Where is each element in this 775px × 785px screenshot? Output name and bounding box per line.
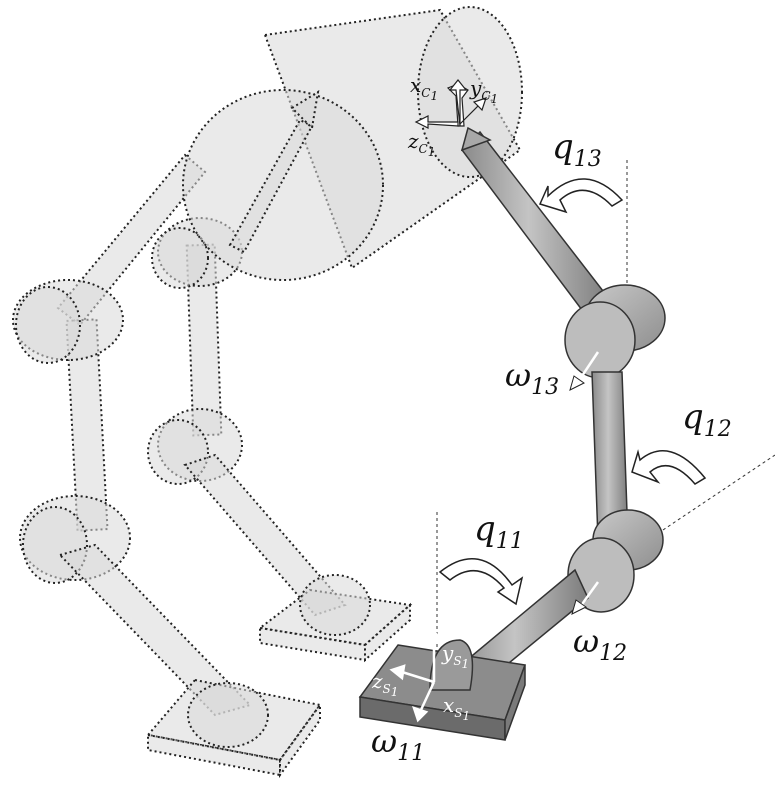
ghost-legs bbox=[12, 6, 523, 779]
rotation-arrows bbox=[438, 178, 707, 606]
w12-label: ω12 bbox=[573, 622, 627, 666]
x-s1-arrow-head bbox=[412, 706, 429, 723]
z-s1-label: zS1 bbox=[371, 669, 398, 699]
y-c1-label: yC1 bbox=[469, 76, 498, 106]
w13-arrow-head bbox=[569, 375, 585, 391]
q13-label: q13 bbox=[552, 127, 602, 172]
w13-arrow-shaft bbox=[576, 351, 600, 383]
ref-line-q12 bbox=[647, 454, 775, 541]
main-leg bbox=[358, 126, 666, 741]
ghost-body-axis-head bbox=[290, 89, 320, 131]
ghost-foot-1-side bbox=[147, 733, 281, 777]
upper-link-tip bbox=[460, 126, 492, 152]
w12-arrow-head bbox=[571, 599, 587, 615]
hip-joint-front bbox=[564, 301, 636, 379]
q11-rotation-arrow bbox=[438, 557, 524, 606]
z-c1-label: zC1 bbox=[407, 129, 435, 159]
ghost-body-front-cap bbox=[182, 89, 384, 281]
foot-side bbox=[504, 664, 526, 741]
x-s1-label: xS1 bbox=[443, 693, 470, 723]
ghost-lower-rod-1 bbox=[58, 543, 252, 717]
omega-arrows bbox=[569, 351, 600, 615]
w11-label: ω11 bbox=[371, 722, 425, 766]
ghost-knee-joint-1-face bbox=[15, 286, 81, 364]
z-s1-axis bbox=[401, 670, 435, 684]
q12-rotation-arrow bbox=[631, 449, 707, 485]
yc1-diag-arrow bbox=[459, 97, 487, 125]
x-c1-axis-arrow bbox=[448, 79, 468, 127]
q12-label: q12 bbox=[682, 397, 732, 442]
w13-label: ω13 bbox=[505, 356, 559, 400]
q11-label: q11 bbox=[474, 509, 524, 554]
z-s1-arrow-head bbox=[389, 664, 406, 681]
y-s1-label: yS1 bbox=[441, 641, 469, 671]
ghost-foot-2-side2 bbox=[364, 602, 411, 663]
labels: xC1 yC1 zC1 q13 q12 q11 ω13 ω12 ω11 yS bbox=[371, 73, 732, 766]
ghost-hip-joint-2-face bbox=[151, 227, 209, 289]
ghost-foot-2-joint bbox=[299, 574, 371, 636]
foot-joint bbox=[429, 639, 474, 691]
body-frame-axes bbox=[414, 79, 487, 129]
x-c1-label: xC1 bbox=[410, 73, 438, 103]
z-c1-axis-arrow bbox=[414, 115, 459, 129]
y-s1-arrow-head bbox=[425, 627, 443, 644]
reference-lines bbox=[436, 160, 775, 660]
ghost-foot-1-joint bbox=[187, 682, 269, 748]
q13-rotation-arrow bbox=[538, 178, 624, 214]
x-s1-axis bbox=[418, 681, 436, 713]
ghost-upper-link-1 bbox=[56, 153, 207, 327]
w12-arrow-shaft bbox=[578, 581, 600, 608]
ghost-foot-1-side2 bbox=[279, 701, 321, 779]
foot-frame-axes bbox=[389, 627, 443, 723]
ghost-body-back-cap bbox=[417, 6, 523, 178]
